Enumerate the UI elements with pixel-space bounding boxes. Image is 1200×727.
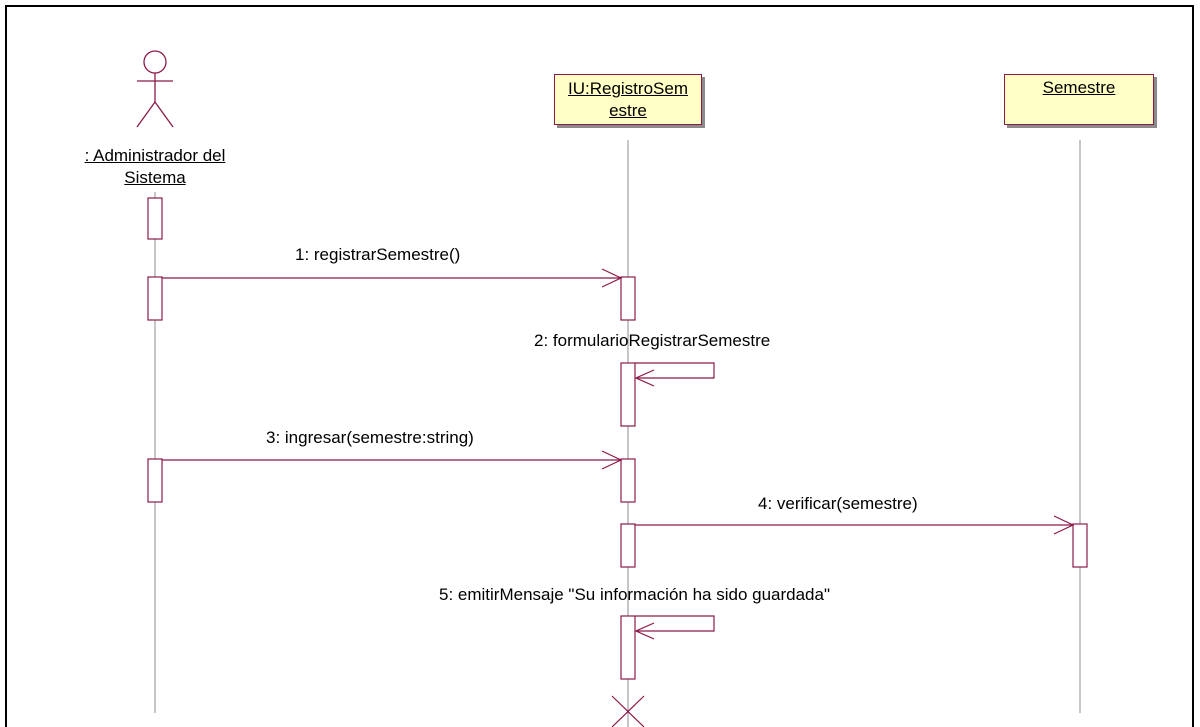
message-4-arrow [635,515,1075,535]
activation-actor-2 [147,276,163,321]
actor-label-line2: Sistema [124,168,186,187]
message-3-label: 3: ingresar(semestre:string) [266,428,474,447]
actor-label-line1: : Administrador del [84,146,226,165]
actor-figure [136,50,174,128]
destroy-marker-icon [611,695,645,727]
message-2-arrow [634,362,715,387]
actor-label: : Administrador del Sistema [55,145,255,189]
message-5-label: 5: emitirMensaje "Su información ha sido… [439,585,830,604]
object-ui-box: IU:RegistroSem estre [554,74,702,125]
object-semestre-label: Semestre [1042,78,1116,97]
activation-ui-4 [620,523,636,568]
message-2-label: 2: formularioRegistrarSemestre [534,331,771,350]
activation-semestre-1 [1072,523,1088,568]
activation-ui-3 [620,458,636,503]
message-1-label: 1: registrarSemestre() [295,245,461,264]
object-ui-label-line1: IU:RegistroSem [568,79,688,98]
message-1-arrow [162,268,623,288]
activation-ui-1 [620,276,636,321]
diagram-frame [5,5,1194,727]
activation-actor-3 [147,458,163,503]
message-5-arrow [634,615,715,640]
activation-ui-2 [620,362,636,427]
message-3-arrow [162,450,623,470]
activation-ui-5 [620,615,636,680]
message-4-label: 4: verificar(semestre) [758,494,918,513]
object-semestre-box: Semestre [1004,74,1154,125]
object-ui-label-line2: estre [609,101,647,120]
activation-actor-1 [147,197,163,240]
